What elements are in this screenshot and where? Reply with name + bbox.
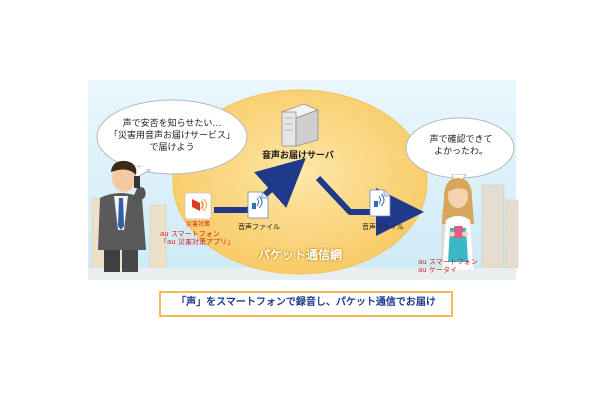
right-bubble-line: よかったわ。: [416, 146, 506, 158]
server-label: 音声お届けサーバ: [262, 151, 334, 162]
network-label: パケット通信網: [258, 248, 342, 262]
woman-with-phone: [442, 178, 474, 270]
left-bubble-line: 声で安否を知らせたい…: [104, 118, 240, 130]
right-bubble-text: 声で確認できて よかったわ。: [416, 134, 506, 158]
audio-file-icon: [248, 192, 268, 218]
left-bubble-text: 声で安否を知らせたい… 「災害用音声お届けサービス」 で届けよう: [104, 118, 240, 154]
caption-text: 「声」をスマートフォンで録音し、パケット通信でお届け: [160, 297, 452, 309]
left-bubble-line: 「災害用音声お届けサービス」: [104, 130, 240, 142]
right-bubble-line: 声で確認できて: [416, 134, 506, 146]
audio-file-label-left: 音声ファイル: [238, 223, 280, 231]
sender-label: au スマートフォン 「au 災害対策アプリ」: [160, 230, 234, 247]
left-bubble-line: で届けよう: [104, 142, 240, 154]
server-icon: [282, 104, 318, 146]
receiver-label: au スマートフォン au ケータイ: [418, 258, 478, 275]
audio-file-label-right: 音声ファイル: [362, 223, 404, 231]
audio-file-icon: [370, 190, 390, 216]
disaster-app-icon: [185, 193, 211, 219]
receiver-label-line: au ケータイ: [418, 266, 478, 274]
app-icon-label: 災害対策: [186, 221, 210, 228]
sender-label-line: 「au 災害対策アプリ」: [160, 238, 234, 246]
